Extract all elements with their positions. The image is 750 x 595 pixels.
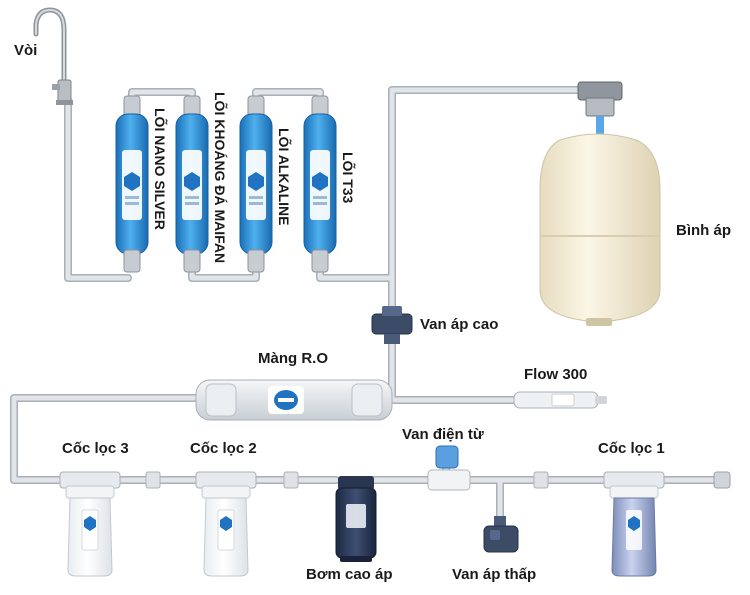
label-solenoid-valve: Van điện từ: [402, 426, 484, 443]
solenoid-valve: [427, 445, 471, 491]
label-low-pressure-valve: Van áp thấp: [452, 566, 537, 583]
label-high-pressure-valve: Van áp cao: [420, 316, 499, 333]
label-faucet: Vòi: [14, 42, 38, 59]
filter-cup-1: [603, 471, 665, 577]
high-pressure-valve: [371, 306, 413, 344]
pressure-tank: [539, 81, 661, 326]
filter-cup-3: [59, 471, 121, 577]
cartridge-alkaline: [239, 95, 273, 273]
label-filter-cup-1: Cốc lọc 1: [598, 440, 665, 457]
ro-membrane: [195, 379, 393, 421]
label-alkaline: LÕI ALKALINE: [276, 128, 292, 226]
filter-cup-2: [195, 471, 257, 577]
cartridge-t33: [303, 95, 337, 273]
flow-300-restrictor: [513, 391, 607, 409]
label-filter-cup-2: Cốc lọc 2: [190, 440, 257, 457]
cartridge-maifan: [175, 95, 209, 273]
fittings: [145, 471, 731, 489]
label-t33: LÕI T33: [340, 152, 356, 204]
label-nano-silver: LÕI NANO SILVER: [152, 108, 168, 230]
low-pressure-valve: [483, 516, 519, 553]
label-filter-cup-3: Cốc lọc 3: [62, 440, 129, 457]
label-ro-membrane: Màng R.O: [258, 350, 328, 367]
booster-pump: [335, 476, 377, 562]
faucet: [33, 7, 73, 105]
cartridge-nano-silver: [115, 95, 149, 273]
label-booster-pump: Bơm cao áp: [306, 566, 393, 583]
label-maifan: LÕI KHOÁNG ĐÁ MAIFAN: [212, 92, 228, 264]
label-flow-300: Flow 300: [524, 366, 588, 383]
label-pressure-tank: Bình áp: [676, 222, 731, 239]
